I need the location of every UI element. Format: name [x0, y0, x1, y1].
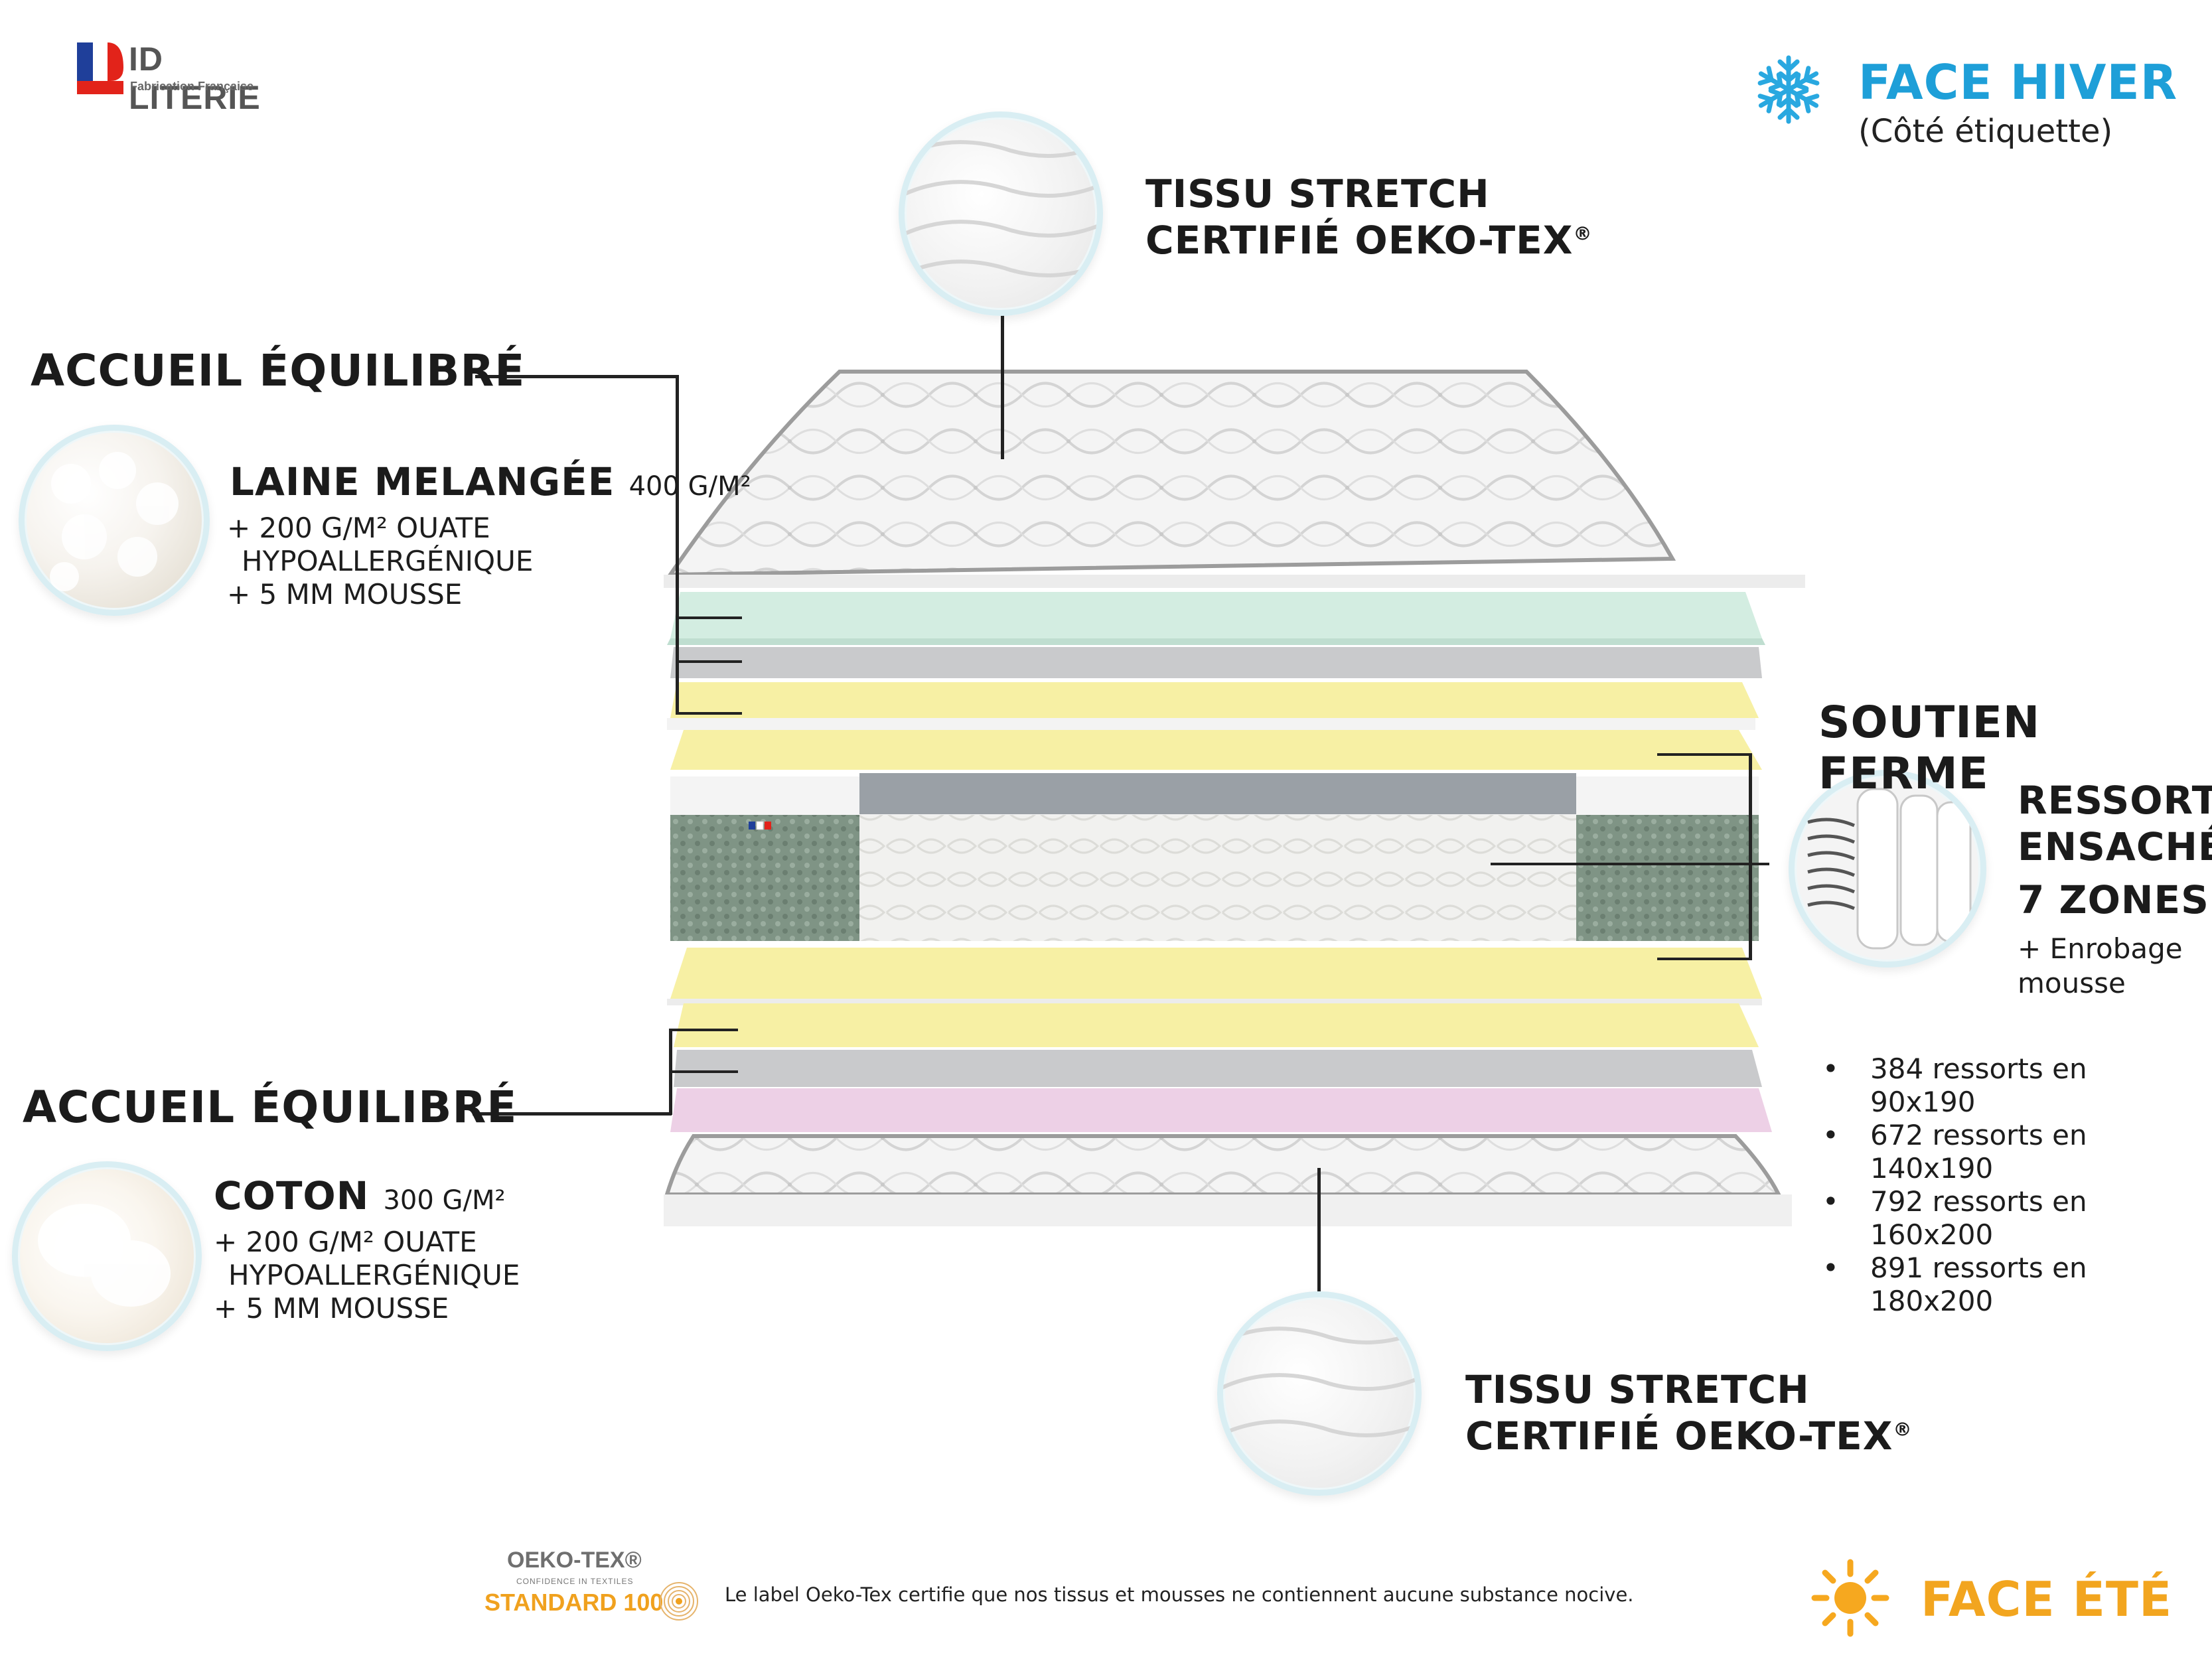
support-heading: SOUTIEN FERME [1818, 697, 2041, 799]
support-line-2: ENSACHÉS [2018, 824, 2212, 869]
comfort-bottom-detail-1: + 200 G/M² OUATE [214, 1226, 477, 1258]
wool-swatch [19, 425, 210, 616]
cotton-weight-label: 300 G/M² [383, 1185, 506, 1216]
brand-logo: ID LITERIE Fabrication Française [74, 40, 287, 116]
comfort-bottom-material: COTON 300 G/M² [214, 1173, 506, 1218]
sun-icon [1811, 1559, 1889, 1637]
oeko-tex-logo: OEKO-TEX® CONFIDENCE IN TEXTILES STANDAR… [484, 1548, 703, 1627]
list-item: 792 ressorts en 160x200 [1822, 1185, 2194, 1252]
oeko-note: Le label Oeko-Tex certifie que nos tissu… [725, 1583, 1634, 1606]
connector-line [669, 1029, 738, 1031]
yellow-foam-layer-top [670, 682, 1759, 718]
oeko-standard: STANDARD 100 [484, 1589, 664, 1616]
face-hiver-title: FACE HIVER [1858, 54, 2178, 110]
support-extra-1: + Enrobage [2018, 932, 2183, 965]
connector-line [1001, 312, 1004, 459]
connector-line [676, 660, 742, 663]
wool-material-label: LAINE MELANGÉE [230, 459, 615, 504]
top-quilted-panel [666, 370, 1676, 577]
connector-line [676, 712, 742, 715]
top-fabric-line2-text: CERTIFIÉ OEKO-TEX [1145, 218, 1574, 263]
registered-mark: ® [1573, 222, 1593, 245]
wool-weight-label: 400 G/M² [628, 471, 751, 502]
yellow-foam-layer-bottom [670, 948, 1762, 999]
yellow-foam-layer-bottom-2 [674, 1003, 1759, 1047]
oeko-confidence: CONFIDENCE IN TEXTILES [516, 1577, 634, 1586]
brand-tagline: Fabrication Française [130, 80, 254, 93]
connector-line [676, 375, 679, 715]
spring-count-list: 384 ressorts en 90x190 672 ressorts en 1… [1822, 1052, 2194, 1318]
cotton-material-label: COTON [214, 1173, 370, 1218]
oeko-flower-icon [660, 1582, 698, 1621]
brand-name: ID LITERIE [129, 40, 261, 116]
connector-line [1491, 863, 1769, 865]
oeko-brand: OEKO-TEX® [507, 1548, 642, 1573]
connector-line [475, 375, 678, 378]
connector-line [473, 1112, 672, 1116]
grey-foam-layer-bottom [674, 1050, 1762, 1087]
bottom-fabric-line1: TISSU STRETCH [1465, 1367, 1810, 1412]
top-fabric-line1: TISSU STRETCH [1145, 171, 1490, 216]
list-item: 891 ressorts en 180x200 [1822, 1252, 2194, 1318]
list-item: 384 ressorts en 90x190 [1822, 1052, 2194, 1119]
comfort-bottom-detail-3: + 5 MM MOUSSE [214, 1292, 449, 1325]
pink-cotton-layer [670, 1088, 1772, 1132]
comfort-top-heading: ACCUEIL ÉQUILIBRÉ [31, 345, 526, 396]
bottom-fabric-line2-text: CERTIFIÉ OEKO-TEX [1465, 1413, 1893, 1459]
france-flag-logo-icon [77, 42, 123, 94]
support-line-3: 7 ZONES [2018, 877, 2209, 922]
comfort-top-material: LAINE MELANGÉE 400 G/M² [230, 459, 751, 504]
support-line-1: RESSORTS [2018, 778, 2212, 823]
list-item: 672 ressorts en 140x190 [1822, 1119, 2194, 1185]
connector-line [1657, 958, 1750, 960]
grey-foam-layer-top [670, 647, 1762, 678]
comfort-bottom-detail-2: HYPOALLERGÉNIQUE [228, 1259, 520, 1291]
connector-line [1657, 753, 1750, 756]
connector-line [669, 1070, 738, 1073]
top-fabric-line2: CERTIFIÉ OEKO-TEX® [1145, 218, 1593, 263]
bottom-fabric-line2: CERTIFIÉ OEKO-TEX® [1465, 1413, 1913, 1459]
cotton-swatch [12, 1161, 202, 1351]
springs-swatch [1789, 770, 1986, 968]
connector-line [676, 616, 742, 619]
snowflake-icon [1752, 55, 1825, 126]
face-hiver-subtitle: (Côté étiquette) [1858, 113, 2113, 150]
connector-line [1317, 1168, 1321, 1291]
bottom-fabric-swatch [1217, 1291, 1422, 1496]
comfort-top-detail-3: + 5 MM MOUSSE [227, 578, 463, 611]
comfort-bottom-heading: ACCUEIL ÉQUILIBRÉ [23, 1082, 518, 1133]
comfort-top-detail-2: HYPOALLERGÉNIQUE [242, 545, 534, 577]
connector-line [1749, 753, 1752, 960]
yellow-foam-layer-top-2 [670, 730, 1762, 770]
bottom-quilted-panel [664, 1134, 1782, 1196]
top-fabric-swatch [899, 111, 1103, 316]
face-ete-title: FACE ÉTÉ [1921, 1571, 2173, 1627]
ouate-green-layer [670, 592, 1762, 638]
registered-mark: ® [1893, 1418, 1913, 1441]
comfort-top-detail-1: + 200 G/M² OUATE [227, 512, 490, 544]
support-extra-2: mousse [2018, 967, 2126, 999]
